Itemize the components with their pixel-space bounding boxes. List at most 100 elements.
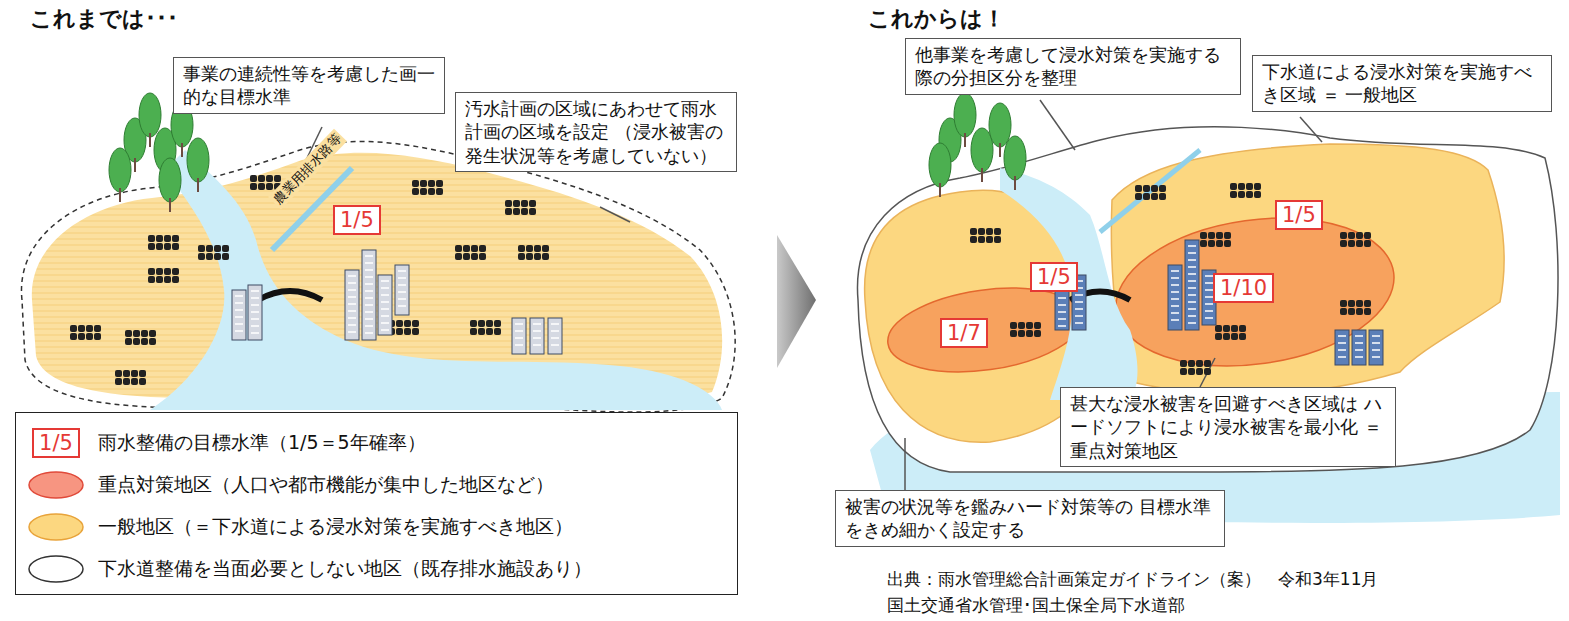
tree-trunk [964,133,966,147]
house-cluster [198,245,229,260]
tree [989,103,1011,147]
house-cluster [970,228,1001,243]
legend-row: 重点対策地区（人口や都市機能が集中した地区など） [26,467,554,503]
target-level: 1/7 [947,320,981,346]
legend-swatch-holder [26,511,86,543]
legend-row: 1/5 雨水整備の目標水準（1/5＝5年確率） [26,425,426,461]
transition-arrow [777,235,816,368]
legend-swatch-holder [26,553,86,585]
callout-box: 甚大な浸水被害を回避すべき区域は ハードソフトにより浸水被害を最小化 ＝ 重点対… [1060,387,1396,467]
legend-swatch-holder [26,469,86,501]
house-cluster [388,320,419,335]
panel-heading: これからは！ [868,4,1005,34]
building [1168,265,1182,330]
legend-text: 雨水整備の目標水準（1/5＝5年確率） [98,430,426,456]
house-cluster [70,325,101,340]
building [1369,330,1383,365]
house-cluster [1340,300,1371,315]
plan-area-outline [21,141,735,412]
tree-trunk [1014,176,1016,190]
tree [159,158,181,202]
tree-trunk [119,188,121,202]
tree [109,148,131,192]
plan-area-outline [857,127,1558,472]
river [150,150,722,410]
callout-box: 下水道による浸水対策を実施すべき区域 ＝ 一般地区 [1252,55,1552,112]
building [378,275,392,335]
callout-text: 汚水計画の区域にあわせて雨水計画の区域を設定 （浸水被害の発生状況等を考慮してい… [465,97,727,167]
house-cluster [455,245,486,260]
tree-trunk [134,158,136,172]
target-level-box: 1/5 [1275,200,1323,230]
callout-box: 被害の状況等を鑑みハード対策等の 目標水準をきめ細かく設定する [835,490,1225,547]
legend-text: 下水道整備を当面必要としない地区（既存排水施設あり） [98,556,592,582]
leader-line [904,438,906,490]
house-cluster [1010,322,1041,337]
legend-swatch [29,514,83,540]
tree [929,143,951,187]
house-cluster [518,245,549,260]
leader-line [1300,117,1322,142]
bridge [258,291,322,300]
house-cluster [1215,325,1246,340]
target-level: 1/5 [1037,264,1071,290]
house-cluster [505,200,536,215]
tree-trunk [169,198,171,212]
legend-swatch [29,472,83,498]
tree-trunk [149,133,151,147]
building [530,318,544,354]
house-cluster [148,268,179,283]
tree-trunk [981,168,983,182]
priority-area [882,277,1087,383]
tree [1004,136,1026,180]
drainage-channel [1100,150,1200,232]
tree-trunk [197,178,199,192]
tree-trunk [181,143,183,157]
legend-swatch-holder: 1/5 [26,427,86,459]
building [1185,240,1199,330]
house-cluster [125,330,156,345]
source-note: 国土交通省水管理･国土保全局下水道部 [887,594,1185,617]
house-cluster [1135,185,1166,200]
tree-trunk [939,183,941,197]
house-cluster [1180,360,1211,375]
callout-box: 事業の連続性等を考慮した画一的な目標水準 [173,57,445,114]
building [1352,330,1366,365]
building [1335,330,1349,365]
building [248,285,262,340]
panel-heading: これまでは･･･ [30,4,178,34]
callout-text: 甚大な浸水被害を回避すべき区域は ハードソフトにより浸水被害を最小化 ＝ 重点対… [1070,392,1386,462]
building [345,270,359,340]
source-note: 出典：雨水管理総合計画策定ガイドライン（案） 令和3年11月 [887,568,1378,591]
callout-text: 下水道による浸水対策を実施すべき区域 ＝ 一般地区 [1262,60,1542,107]
house-cluster [1200,232,1231,247]
callout-text: 他事業を考慮して浸水対策を実施する際の分担区分を整理 [915,43,1231,90]
target-level-box: 1/7 [940,318,988,348]
tree [187,138,209,182]
house-cluster [115,370,146,385]
callout-text: 被害の状況等を鑑みハード対策等の 目標水準をきめ細かく設定する [845,495,1215,542]
priority-area [1106,201,1403,383]
target-level-box: 1/5 [1030,262,1078,292]
house-cluster [148,235,179,250]
legend-text: 重点対策地区（人口や都市機能が集中した地区など） [98,472,554,498]
callout-box: 他事業を考慮して浸水対策を実施する際の分担区分を整理 [905,38,1241,95]
tree [954,93,976,137]
house-cluster [1340,232,1371,247]
river [1000,168,1138,400]
tree [139,93,161,137]
target-level: 1/10 [1220,275,1267,301]
legend-row: 下水道整備を当面必要としない地区（既存排水施設あり） [26,551,592,587]
target-level: 1/5 [1282,202,1316,228]
legend-row: 一般地区（＝下水道による浸水対策を実施すべき地区） [26,509,573,545]
building [512,318,526,354]
target-level-box: 1/5 [333,205,381,235]
building [362,250,376,340]
leader-line [1040,100,1075,150]
target-level-box: 1/10 [1213,273,1274,303]
house-cluster [470,320,501,335]
building [232,290,246,340]
callout-box: 汚水計画の区域にあわせて雨水計画の区域を設定 （浸水被害の発生状況等を考慮してい… [455,92,737,172]
target-level: 1/5 [340,207,374,233]
building [395,265,409,315]
